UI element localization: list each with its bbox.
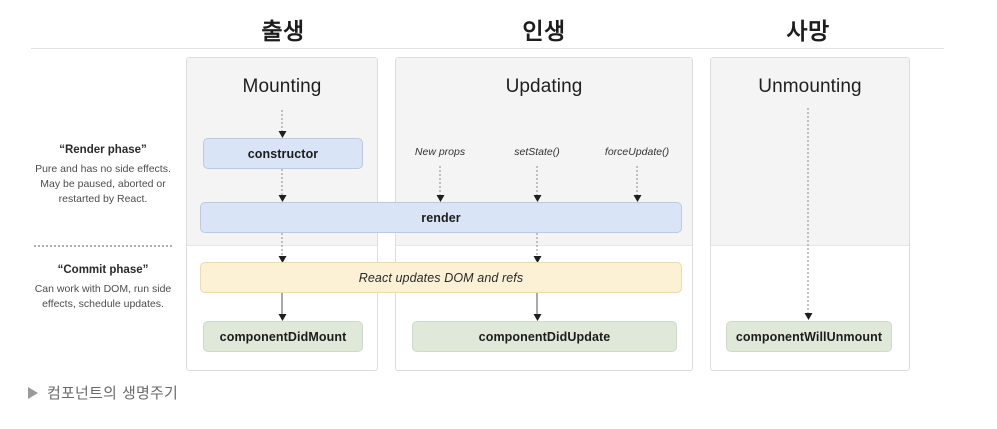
arrow-render-to-commit-updating: [533, 233, 541, 263]
node-constructor[interactable]: constructor: [203, 138, 363, 169]
trigger-label-force-update: forceUpdate(): [604, 146, 670, 158]
node-react-updates-dom-and-refs[interactable]: React updates DOM and refs: [200, 262, 682, 293]
phase-title-render: “Render phase”: [59, 144, 147, 156]
trigger-label-set-state: setState(): [514, 146, 560, 158]
arrow-commit-to-did-mount: [278, 293, 286, 321]
arrow-render-to-commit-mounting: [278, 233, 286, 263]
phase-description-render: Pure and has no side effects. May be pau…: [35, 163, 171, 206]
panel-title-unmounting: Unmounting: [758, 76, 862, 97]
node-component-did-update[interactable]: componentDidUpdate: [412, 321, 677, 352]
phase-divider-dotted: [33, 245, 173, 247]
arrow-to-constructor: [278, 110, 286, 138]
phase-note-render: “Render phase” Pure and has no side effe…: [24, 143, 182, 207]
play-triangle-icon: [28, 386, 38, 399]
phase-description-commit: Can work with DOM, run side effects, sch…: [34, 283, 172, 311]
trigger-label-new-props: New props: [414, 146, 466, 158]
arrow-set-state-to-render: [533, 166, 541, 202]
caption-text: 컴포넌트의 생명주기: [47, 384, 178, 402]
arrow-commit-to-did-update: [533, 293, 541, 321]
arrow-to-component-will-unmount: [804, 108, 812, 320]
node-component-did-mount[interactable]: componentDidMount: [203, 321, 363, 352]
node-render[interactable]: render: [200, 202, 682, 233]
phase-note-commit: “Commit phase” Can work with DOM, run si…: [24, 263, 182, 312]
arrow-new-props-to-render: [436, 166, 444, 202]
panel-title-updating: Updating: [505, 76, 583, 97]
header-divider-rule: [31, 48, 944, 49]
era-header-life: 인생: [522, 19, 566, 45]
node-component-will-unmount[interactable]: componentWillUnmount: [726, 321, 892, 352]
phase-title-commit: “Commit phase”: [57, 264, 149, 276]
era-header-birth: 출생: [261, 19, 305, 45]
arrow-constructor-to-render: [278, 169, 286, 202]
era-header-death: 사망: [786, 19, 830, 45]
panel-title-mounting: Mounting: [242, 76, 322, 97]
caption[interactable]: 컴포넌트의 생명주기: [28, 382, 178, 403]
arrow-force-update-to-render: [633, 166, 641, 202]
render-phase-zone-unmounting: [711, 58, 909, 246]
